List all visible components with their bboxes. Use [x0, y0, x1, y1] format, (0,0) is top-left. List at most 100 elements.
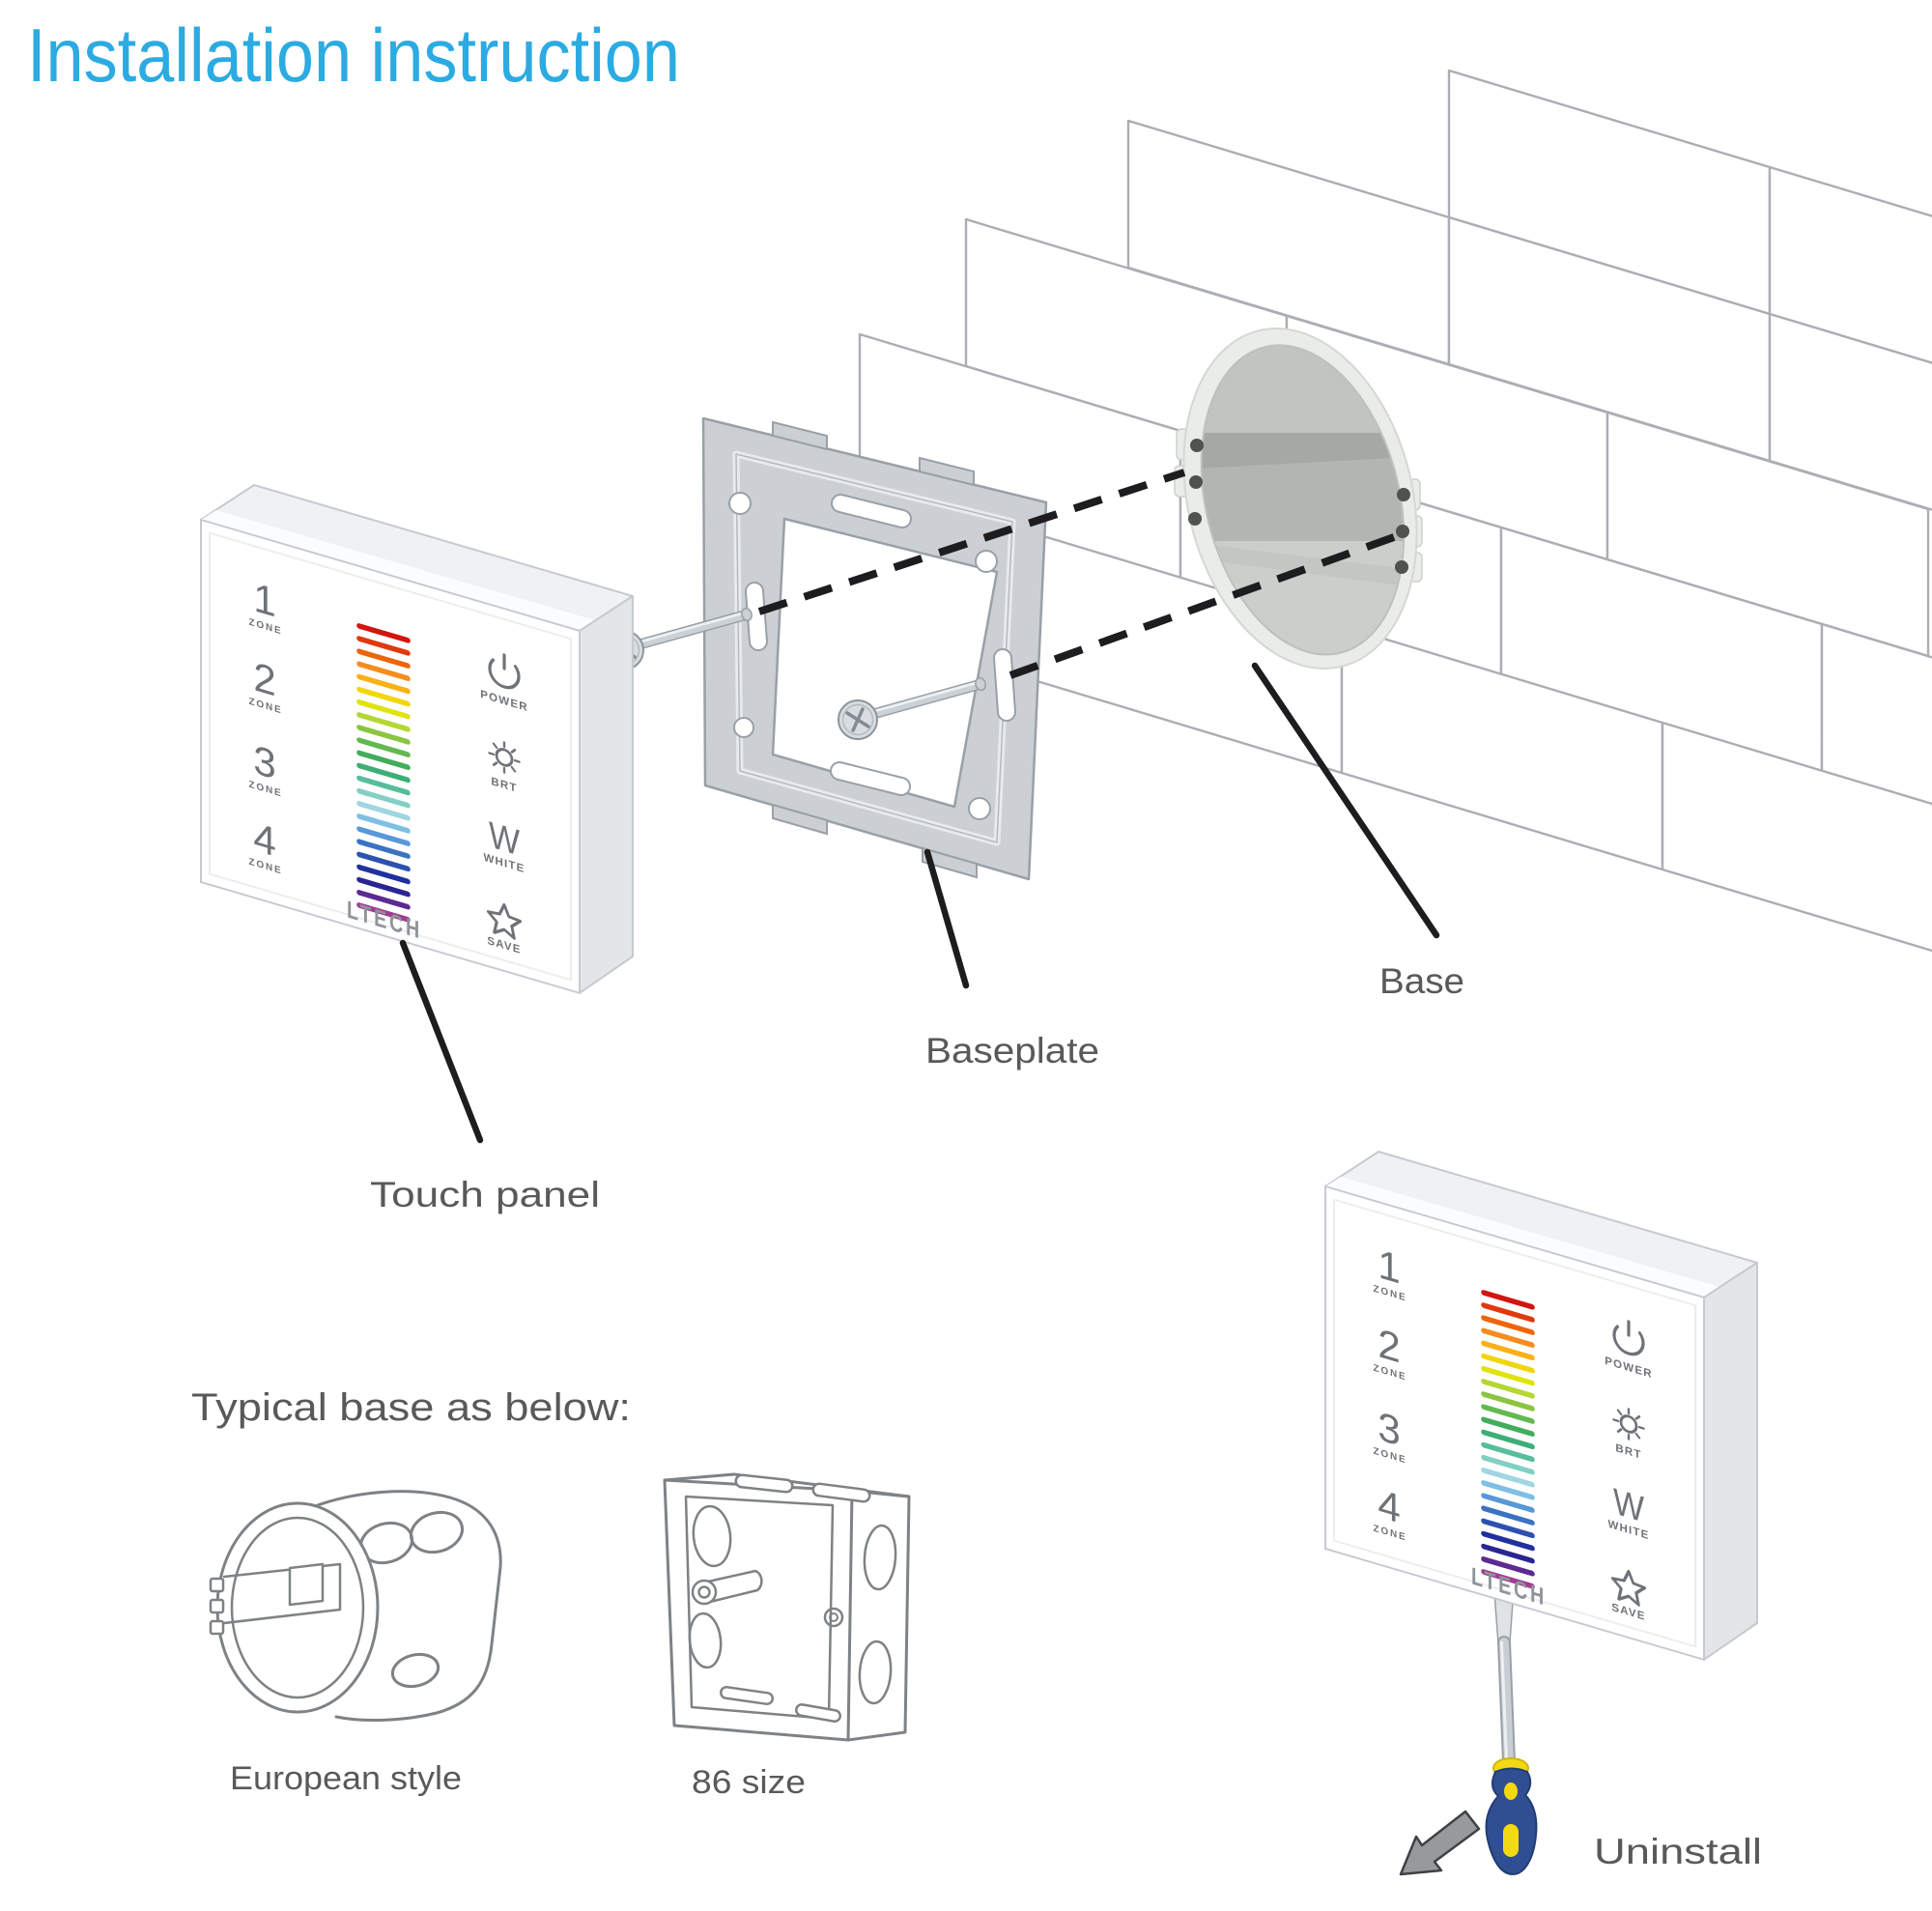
color-strip-bar [1481, 1302, 1535, 1323]
color-strip-bar [1481, 1543, 1535, 1564]
wall-brick [1661, 721, 1932, 953]
panel-top-highlight [1325, 1177, 1719, 1298]
color-strip-bar [1481, 1340, 1535, 1361]
zone-digit: 4 [253, 814, 275, 867]
color-strip-bar [1481, 1315, 1535, 1335]
color-strip-bar [1481, 1556, 1535, 1577]
brightness-icon-ray [1637, 1425, 1645, 1430]
brightness-icon-ray [1634, 1414, 1641, 1420]
color-strip-bar [1481, 1429, 1535, 1450]
color-strip-bar [356, 876, 411, 898]
color-strip-bar [356, 762, 411, 784]
uninstall-label: Uninstall [1594, 1832, 1762, 1871]
color-strip-bar [1481, 1327, 1535, 1349]
color-touch-strip [1481, 1290, 1535, 1589]
base-label: Base [1379, 961, 1464, 1001]
color-strip-bar [1481, 1493, 1535, 1513]
brightness-icon-ray [510, 748, 517, 754]
touch-panel-pointer-line [399, 939, 484, 1144]
uninstall-illustration [1399, 1587, 1538, 1876]
color-strip-bar [1481, 1454, 1535, 1475]
european-style-label: European style [230, 1760, 462, 1797]
panel-face: 1ZONE2ZONE3ZONE4ZONEPOWERBRTWWHITESAVELT… [1324, 1184, 1705, 1662]
white-channel-glyph: W [489, 814, 520, 865]
touch-panel-exploded: 1ZONE2ZONE3ZONE4ZONEPOWERBRTWWHITESAVELT… [200, 484, 634, 995]
color-strip-bar [1481, 1379, 1535, 1399]
brightness-icon [495, 748, 514, 767]
brightness-icon-ray [492, 742, 498, 750]
color-strip-bar [356, 826, 411, 846]
color-touch-strip [356, 623, 411, 923]
save-star-icon [1610, 1569, 1647, 1607]
callouts: Touch panel Baseplate Base [370, 662, 1464, 1214]
page-title: Installation instruction [27, 13, 680, 98]
color-strip-bar [356, 673, 411, 695]
panel-face: 1ZONE2ZONE3ZONE4ZONEPOWERBRTWWHITESAVELT… [200, 518, 581, 995]
color-strip-bar [356, 750, 411, 771]
color-strip-bar [1481, 1404, 1535, 1424]
baseplate-tabs [772, 420, 978, 879]
zone-digit: 1 [1378, 1241, 1400, 1294]
zone-digit: 4 [1378, 1481, 1400, 1533]
color-strip-bar [1481, 1518, 1535, 1539]
color-strip-bar [1481, 1365, 1535, 1386]
baseplate-ridge-line [735, 453, 1013, 843]
brightness-icon-ray [488, 752, 496, 756]
zone-digit: 3 [253, 737, 275, 789]
typical-base-section: Typical base as below: European style [191, 1386, 911, 1801]
screwdriver-handle [1485, 1767, 1538, 1876]
touch-panel-label: Touch panel [370, 1175, 600, 1214]
panel-face-glass [1324, 1184, 1705, 1662]
color-strip-bar [356, 623, 411, 643]
brightness-icon-ray [1616, 1409, 1623, 1416]
base-pointer-line [1251, 662, 1440, 939]
color-strip-bar [356, 851, 411, 872]
zone-digit: 1 [253, 575, 275, 627]
base-cavity-edge [1200, 344, 1406, 656]
panel-top-highlight [201, 510, 595, 631]
color-strip-bar [356, 902, 411, 923]
brightness-icon-ray [1612, 1418, 1620, 1423]
color-strip-bar [1481, 1353, 1535, 1374]
brightness-icon-ray [492, 761, 498, 767]
color-strip-bar [356, 813, 411, 834]
color-strip-bar [1481, 1391, 1535, 1412]
base-screw-holes [1188, 439, 1410, 574]
size-86-label: 86 size [692, 1764, 806, 1801]
panel-face-inner-border [209, 531, 572, 982]
wall-brick [1820, 622, 1932, 806]
color-strip-bar [356, 699, 411, 720]
touch-panel-installed: 1ZONE2ZONE3ZONE4ZONEPOWERBRTWWHITESAVELT… [1324, 1151, 1758, 1662]
screwdriver-handle-accent [1503, 1824, 1519, 1857]
european-style-box-drawing [209, 1490, 502, 1722]
color-strip-bar [1481, 1480, 1535, 1500]
panel-face-glass [200, 518, 581, 995]
typical-base-heading: Typical base as below: [191, 1386, 631, 1429]
color-strip-bar [1481, 1530, 1535, 1552]
brightness-icon [1619, 1414, 1638, 1434]
zone-digit: 2 [253, 654, 275, 706]
color-strip-bar [356, 636, 411, 656]
color-strip-bar [356, 686, 411, 707]
color-strip-bar [1481, 1416, 1535, 1438]
wall-brick [1768, 165, 1932, 364]
color-strip-bar [356, 864, 411, 885]
baseplate-label: Baseplate [925, 1031, 1099, 1070]
alignment-dash-lower [1009, 533, 1396, 679]
brightness-icon-ray [1634, 1432, 1641, 1440]
color-strip-bar [1481, 1569, 1535, 1589]
screwdriver-handle-accent [1504, 1783, 1518, 1800]
panel-face-inner-border [1333, 1198, 1696, 1648]
baseplate-pointer-line [923, 848, 970, 989]
color-strip-bar [356, 787, 411, 809]
baseplate-holes [728, 492, 998, 820]
color-strip-bar [356, 725, 411, 745]
panel-side-face [1703, 1262, 1758, 1661]
color-strip-bar [1481, 1505, 1535, 1526]
brightness-icon-ray [510, 765, 517, 773]
color-strip-bar [356, 712, 411, 732]
alignment-dash-upper [757, 469, 1186, 615]
zone-digit: 3 [1378, 1404, 1400, 1456]
